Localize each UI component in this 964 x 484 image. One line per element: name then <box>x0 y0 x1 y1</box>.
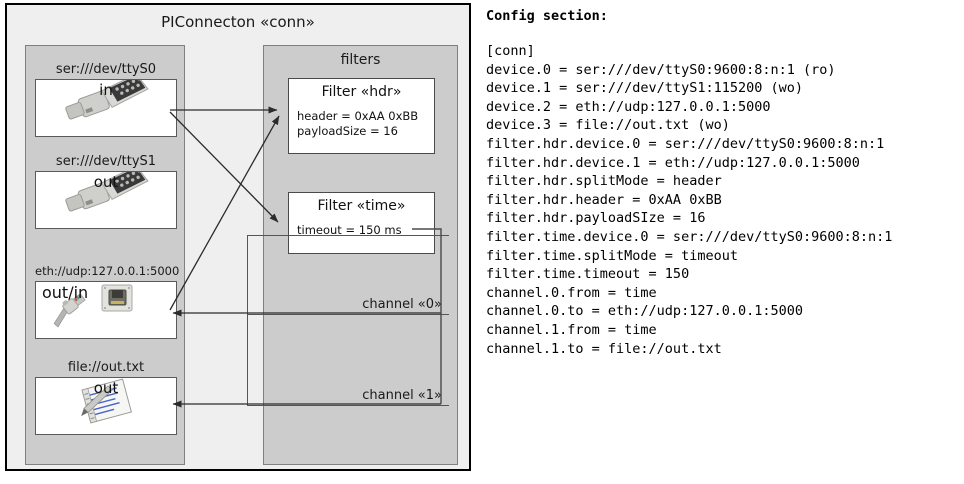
config-line: filter.time.splitMode = timeout <box>486 247 738 264</box>
filter-time-attr-timeout: timeout = 150 ms <box>297 223 402 237</box>
serial-db9-icon <box>65 172 149 212</box>
device-box-eth[interactable]: out/in <box>35 281 177 339</box>
devices-panel: ser:///dev/ttyS0 in <box>25 45 185 465</box>
config-line: filter.hdr.header = 0xAA 0xBB <box>486 191 722 208</box>
filter-box-hdr[interactable]: Filter «hdr» header = 0xAA 0xBB payloadS… <box>288 78 435 154</box>
channel-0-label: channel «0» <box>362 297 442 312</box>
device-box-ttys0[interactable]: in <box>35 79 177 137</box>
config-line: device.2 = eth://udp:127.0.0.1:5000 <box>486 98 771 115</box>
ethernet-jack-icon <box>53 284 133 328</box>
config-line: channel.1.from = time <box>486 321 657 338</box>
device-label-ttys1: ser:///dev/ttyS1 <box>55 154 157 169</box>
config-line: device.1 = ser:///dev/ttyS1:115200 (wo) <box>486 80 803 97</box>
config-line: filter.time.timeout = 150 <box>486 266 690 283</box>
config-line: channel.1.to = file://out.txt <box>486 340 722 357</box>
config-line: filter.hdr.device.1 = eth://udp:127.0.0.… <box>486 154 860 171</box>
config-line: device.0 = ser:///dev/ttyS0:9600:8:n:1 (… <box>486 61 836 78</box>
connector-outer-frame: PIConnecton «conn» ser:///dev/ttyS0 in <box>5 3 471 471</box>
config-line: channel.0.from = time <box>486 284 657 301</box>
filter-time-title: Filter «time» <box>317 198 406 214</box>
config-heading: Config section: <box>486 8 608 24</box>
device-io-ttys1: out <box>93 173 119 191</box>
channel-frame-0: channel «0» <box>247 235 449 315</box>
connector-diagram: PIConnecton «conn» ser:///dev/ttyS0 in <box>0 0 478 484</box>
config-line: filter.time.device.0 = ser:///dev/ttyS0:… <box>486 228 893 245</box>
config-line: filter.hdr.splitMode = header <box>486 173 722 190</box>
device-box-ttys1[interactable]: out <box>35 171 177 229</box>
channel-1-label: channel «1» <box>362 388 442 403</box>
filters-panel-title: filters <box>340 52 381 68</box>
filter-hdr-title: Filter «hdr» <box>321 84 402 100</box>
filter-hdr-attr-payload: payloadSize = 16 <box>297 124 398 138</box>
device-io-file: out <box>93 379 119 397</box>
device-group-ttys0: ser:///dev/ttyS0 in <box>35 60 177 137</box>
device-group-eth: eth://udp:127.0.0.1:5000 out/in <box>35 262 180 339</box>
filter-box-time[interactable]: Filter «time» timeout = 150 ms <box>288 192 435 254</box>
device-group-ttys1: ser:///dev/ttyS1 out <box>35 152 177 229</box>
text-file-icon <box>81 378 132 424</box>
config-line: [conn] <box>486 43 535 59</box>
config-lines: [conn] device.0 = ser:///dev/ttyS0:9600:8… <box>486 42 892 358</box>
config-line: device.3 = file://out.txt (wo) <box>486 117 730 134</box>
device-label-ttys0: ser:///dev/ttyS0 <box>55 62 157 77</box>
channel-frame-1: channel «1» <box>247 314 449 406</box>
config-line: filter.hdr.payloadSIze = 16 <box>486 210 706 227</box>
device-io-eth: out/in <box>42 283 89 302</box>
serial-db9-icon <box>65 80 149 120</box>
filters-panel: filters Filter «hdr» header = 0xAA 0xBB … <box>247 45 458 465</box>
config-line: channel.0.to = eth://udp:127.0.0.1:5000 <box>486 303 803 320</box>
device-label-file: file://out.txt <box>67 360 145 375</box>
device-label-eth: eth://udp:127.0.0.1:5000 <box>35 264 180 278</box>
filter-hdr-attr-header: header = 0xAA 0xBB <box>297 109 419 123</box>
config-line: filter.hdr.device.0 = ser:///dev/ttyS0:9… <box>486 135 885 152</box>
device-group-file: file://out.txt out <box>35 358 177 435</box>
device-box-file[interactable]: out <box>35 377 177 435</box>
device-io-ttys0: in <box>99 81 113 99</box>
diagram-title: PIConnecton «conn» <box>161 13 315 31</box>
config-section: Config section: [conn] device.0 = ser:///… <box>483 0 964 484</box>
